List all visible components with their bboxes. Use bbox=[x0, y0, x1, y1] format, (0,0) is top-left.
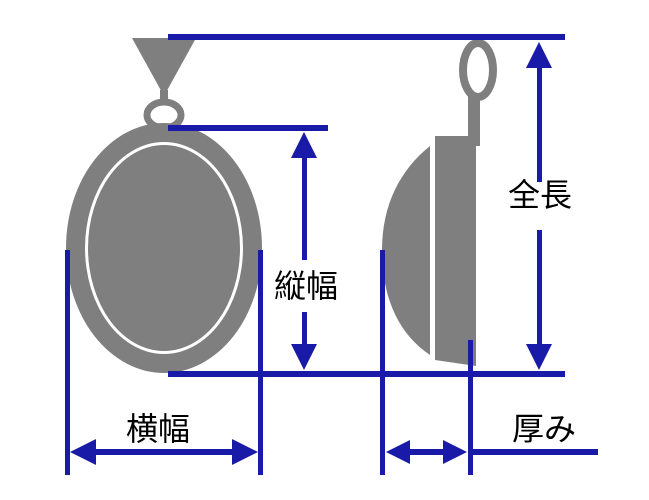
thickness-arrowhead-right bbox=[443, 440, 467, 464]
full-length-arrowhead-bottom bbox=[526, 344, 552, 370]
top-guide-line bbox=[168, 34, 565, 40]
side-back-guide-line bbox=[468, 340, 473, 475]
thickness-arrow bbox=[386, 440, 467, 464]
left-edge-guide-line bbox=[65, 250, 70, 475]
pendant-side-view bbox=[382, 39, 497, 366]
horizontal-width-arrowhead-right bbox=[232, 439, 258, 465]
horizontal-width-label: 横幅 bbox=[126, 410, 190, 448]
side-bail-ring bbox=[459, 39, 497, 101]
side-bail-stem bbox=[468, 96, 480, 146]
vertical-width-arrowhead-bottom bbox=[291, 344, 317, 370]
full-length-arrow bbox=[526, 42, 552, 370]
full-length-label: 全長 bbox=[508, 176, 572, 214]
vertical-width-arrow bbox=[291, 132, 317, 370]
horizontal-width-arrowhead-left bbox=[70, 439, 96, 465]
side-front-guide-line bbox=[380, 250, 385, 475]
bail-triangle bbox=[132, 38, 196, 96]
side-dome bbox=[382, 146, 430, 355]
side-back-plate bbox=[435, 136, 476, 366]
thickness-arrowhead-left bbox=[386, 440, 410, 464]
pendant-front-view bbox=[66, 38, 262, 373]
dimension-lines bbox=[65, 34, 598, 475]
vertical-width-arrowhead-top bbox=[291, 132, 317, 158]
right-edge-guide-line bbox=[258, 250, 263, 475]
bail-stem bbox=[160, 90, 168, 104]
bottom-guide-line bbox=[168, 371, 565, 377]
thickness-label: 厚み bbox=[512, 410, 576, 448]
full-length-arrowhead-top bbox=[526, 42, 552, 68]
right-tail-guide-line bbox=[473, 449, 598, 455]
frame-top-guide-line bbox=[168, 125, 328, 131]
horizontal-width-arrow bbox=[70, 439, 258, 465]
vertical-width-label: 縦幅 bbox=[274, 267, 338, 305]
frame-center bbox=[88, 145, 240, 351]
